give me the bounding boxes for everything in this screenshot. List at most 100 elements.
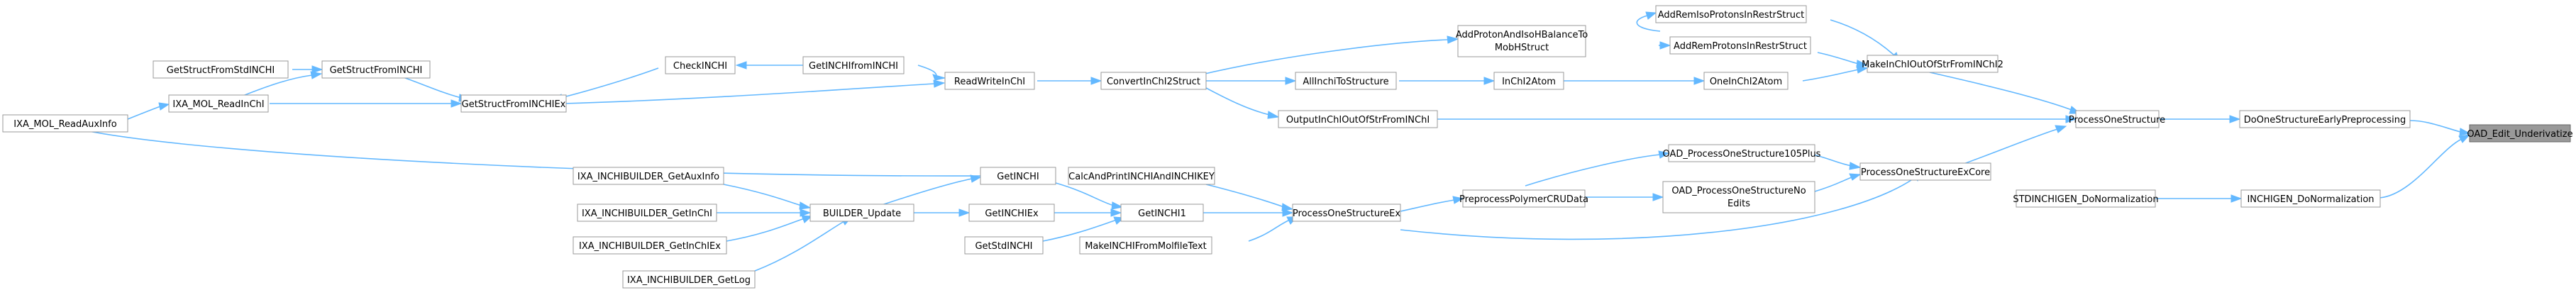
edge-readauxinfo-to-readinchi bbox=[127, 102, 170, 120]
edge-getlog-to-builder bbox=[754, 216, 853, 272]
node-getstructfromstdinchi[interactable]: GetStructFromStdINCHI bbox=[153, 60, 289, 79]
node-getstructfrominchiex[interactable]: GetStructFromINCHIEx bbox=[460, 94, 567, 113]
edge-addremprotons-to-makeinchi2 bbox=[1817, 52, 1869, 68]
svg-text:AllInchiToStructure: AllInchiToStructure bbox=[1303, 77, 1388, 87]
svg-text:GetStructFromStdINCHI: GetStructFromStdINCHI bbox=[167, 65, 275, 76]
svg-text:PreprocessPolymerCRUData: PreprocessPolymerCRUData bbox=[1459, 194, 1588, 205]
edge-getinchifrom-to-readwrite bbox=[917, 65, 946, 81]
edge-getinchiexbuilder-to-builder bbox=[726, 215, 813, 242]
node-ixa-inchibuilder-getinchiex[interactable]: IXA_INCHIBUILDER_GetInChIEx bbox=[573, 236, 727, 255]
svg-text:InChI2Atom: InChI2Atom bbox=[1502, 77, 1556, 87]
edge-preprocess-to-oadnoedits bbox=[1585, 193, 1664, 201]
node-makeinchifrommolfiletext[interactable]: MakeINCHIFromMolfileText bbox=[1079, 236, 1212, 255]
svg-text:AddProtonAndIsoHBalanceTo: AddProtonAndIsoHBalanceTo bbox=[1456, 30, 1588, 40]
edge-processex-to-preprocess bbox=[1400, 196, 1464, 212]
node-oad-processonestructurenoedits[interactable]: OAD_ProcessOneStructureNo Edits bbox=[1662, 181, 1815, 213]
node-ixa-inchibuilder-getlog[interactable]: IXA_INCHIBUILDER_GetLog bbox=[622, 270, 756, 289]
edge-getinchibuilder-to-builder bbox=[712, 208, 812, 217]
edge-addproton-to-addremiso bbox=[1636, 11, 1661, 32]
svg-text:ReadWriteInChI: ReadWriteInChI bbox=[954, 77, 1025, 87]
node-makeinchioutofstrfrominchi2[interactable]: MakeInChIOutOfStrFromINChI2 bbox=[1862, 55, 2003, 73]
svg-text:ConvertInChI2Struct: ConvertInChI2Struct bbox=[1107, 77, 1200, 87]
node-processonestructure[interactable]: ProcessOneStructure bbox=[2069, 110, 2165, 128]
svg-text:INCHIGEN_DoNormalization: INCHIGEN_DoNormalization bbox=[2247, 194, 2374, 205]
edge-outputinchi-to-processonestructure bbox=[1436, 115, 2077, 123]
svg-text:ProcessOneStructureEx: ProcessOneStructureEx bbox=[1293, 208, 1400, 219]
svg-text:ProcessOneStructure: ProcessOneStructure bbox=[2069, 115, 2165, 126]
svg-text:DoOneStructureEarlyPreprocessi: DoOneStructureEarlyPreprocessing bbox=[2244, 115, 2406, 126]
edge-getstructex-to-readwrite bbox=[563, 79, 946, 104]
edge-convert-to-outputinchi bbox=[1205, 87, 1280, 119]
node-builder-update[interactable]: BUILDER_Update bbox=[809, 204, 914, 222]
node-preprocesspolymercrudata[interactable]: PreprocessPolymerCRUData bbox=[1459, 189, 1588, 208]
node-oad-processonestructure105plus[interactable]: OAD_ProcessOneStructure105Plus bbox=[1663, 144, 1821, 162]
edge-readwrite-to-convert bbox=[1037, 77, 1102, 85]
edge-preprocess-to-oad105 bbox=[1525, 150, 1670, 187]
node-ixa-inchibuilder-getinchi[interactable]: IXA_INCHIBUILDER_GetInChI bbox=[577, 204, 717, 222]
svg-text:AddRemProtonsInRestrStruct: AddRemProtonsInRestrStruct bbox=[1674, 41, 1807, 52]
svg-text:GetINCHIfromINCHI: GetINCHIfromINCHI bbox=[809, 61, 898, 72]
edge-stdinchigen-to-inchigen bbox=[2155, 194, 2243, 203]
edge-getinchifrom-to-checkinchi bbox=[735, 61, 803, 69]
edge-addproton-to-addremprotons bbox=[1659, 41, 1671, 50]
edge-oneinchi2atom-to-makeinchi2 bbox=[1802, 65, 1869, 82]
svg-text:GetINCHI1: GetINCHI1 bbox=[1138, 208, 1186, 219]
node-ixa-mol-readinchi[interactable]: IXA_MOL_ReadInChI bbox=[168, 94, 269, 113]
svg-text:BUILDER_Update: BUILDER_Update bbox=[823, 208, 901, 219]
svg-text:AddRemIsoProtonsInRestrStruct: AddRemIsoProtonsInRestrStruct bbox=[1658, 10, 1804, 21]
svg-text:GetINCHI: GetINCHI bbox=[997, 172, 1039, 182]
node-checkinchi[interactable]: CheckINCHI bbox=[665, 56, 736, 74]
node-outputinchioutofstrfrominchi[interactable]: OutputInChIOutOfStrFromINChI bbox=[1278, 110, 1438, 128]
edge-addremiso-to-makeinchi2 bbox=[1830, 19, 1900, 62]
node-addremprotonsinrestrstruct[interactable]: AddRemProtonsInRestrStruct bbox=[1669, 36, 1811, 55]
svg-text:OAD_Edit_Underivatize: OAD_Edit_Underivatize bbox=[2467, 129, 2572, 140]
edge-inchi2atom-to-oneinchi2atom bbox=[1564, 77, 1706, 85]
node-processonestructureex[interactable]: ProcessOneStructureEx bbox=[1292, 204, 1401, 222]
node-allinchitostructure[interactable]: AllInchiToStructure bbox=[1295, 72, 1397, 90]
node-ixa-mol-readauxinfo[interactable]: IXA_MOL_ReadAuxInfo bbox=[2, 114, 128, 133]
node-getstdinchi[interactable]: GetStdINCHI bbox=[964, 236, 1044, 255]
node-processonestructureexcore[interactable]: ProcessOneStructureExCore bbox=[1859, 162, 1991, 181]
node-stdinchigen-donormalization[interactable]: STDINCHIGEN_DoNormalization bbox=[2013, 189, 2159, 208]
svg-text:ProcessOneStructureExCore: ProcessOneStructureExCore bbox=[1861, 167, 1990, 178]
node-ixa-inchibuilder-getauxinfo[interactable]: IXA_INCHIBUILDER_GetAuxInfo bbox=[573, 167, 724, 185]
svg-text:GetINCHIEx: GetINCHIEx bbox=[985, 208, 1039, 219]
edge-ixareadinchi-to-getstructex bbox=[270, 99, 463, 108]
node-addprotonandisohbalancetomobhstruct[interactable]: AddProtonAndIsoHBalanceTo MobHStruct bbox=[1456, 25, 1588, 57]
nodes: OAD_Edit_Underivatize DoOneStructureEarl… bbox=[2, 5, 2573, 289]
node-convertinchi2struct[interactable]: ConvertInChI2Struct bbox=[1100, 72, 1207, 90]
node-calcandprintinchiandinchikey[interactable]: CalcAndPrintINCHIAndINCHIKEY bbox=[1068, 167, 1215, 185]
node-getinchiex[interactable]: GetINCHIEx bbox=[968, 204, 1055, 222]
svg-text:IXA_MOL_ReadInChI: IXA_MOL_ReadInChI bbox=[172, 99, 264, 110]
svg-text:MakeInChIOutOfStrFromINChI2: MakeInChIOutOfStrFromINChI2 bbox=[1862, 60, 2003, 70]
node-doonestructureearlypreprocessing[interactable]: DoOneStructureEarlyPreprocessing bbox=[2239, 110, 2411, 128]
node-getstructfrominchi[interactable]: GetStructFromINCHI bbox=[321, 60, 431, 79]
edge-convert-to-addproton bbox=[1198, 35, 1459, 76]
edge-getstruct-to-getstructex bbox=[397, 74, 471, 102]
edge-getinchi-to-getinchi1 bbox=[1055, 182, 1124, 210]
svg-text:IXA_INCHIBUILDER_GetAuxInfo: IXA_INCHIBUILDER_GetAuxInfo bbox=[577, 172, 719, 182]
node-oad-edit-underivatize[interactable]: OAD_Edit_Underivatize bbox=[2467, 124, 2573, 143]
edges bbox=[84, 11, 2471, 272]
svg-text:CalcAndPrintINCHIAndINCHIKEY: CalcAndPrintINCHIAndINCHIKEY bbox=[1068, 172, 1215, 182]
node-getinchifrominchi[interactable]: GetINCHIfromINCHI bbox=[802, 56, 905, 74]
edge-builder-to-getinchi bbox=[879, 174, 982, 206]
node-readwriteinchi[interactable]: ReadWriteInChI bbox=[944, 72, 1035, 90]
svg-text:IXA_INCHIBUILDER_GetInChI: IXA_INCHIBUILDER_GetInChI bbox=[582, 208, 712, 219]
edge-oad105-to-excore bbox=[1813, 154, 1862, 170]
node-addremisoprotonsinrestrstruct[interactable]: AddRemIsoProtonsInRestrStruct bbox=[1655, 5, 1807, 23]
svg-text:GetStdINCHI: GetStdINCHI bbox=[975, 241, 1032, 252]
edge-early-preprocessing-to-underivatize bbox=[2409, 120, 2471, 136]
node-getinchi1[interactable]: GetINCHI1 bbox=[1120, 204, 1204, 222]
svg-text:IXA_INCHIBUILDER_GetInChIEx: IXA_INCHIBUILDER_GetInChIEx bbox=[579, 241, 721, 252]
node-inchigen-donormalization[interactable]: INCHIGEN_DoNormalization bbox=[2240, 189, 2381, 208]
edge-readauxinfo-to-getinchi bbox=[84, 130, 997, 180]
node-getinchi[interactable]: GetINCHI bbox=[980, 167, 1056, 185]
svg-text:OAD_ProcessOneStructure105Plus: OAD_ProcessOneStructure105Plus bbox=[1663, 149, 1821, 160]
node-inchi2atom[interactable]: InChI2Atom bbox=[1493, 72, 1564, 90]
svg-text:OneInChI2Atom: OneInChI2Atom bbox=[1710, 77, 1782, 87]
edge-getstructstd-to-getstruct bbox=[292, 65, 324, 74]
node-oneinchi2atom[interactable]: OneInChI2Atom bbox=[1703, 72, 1789, 90]
